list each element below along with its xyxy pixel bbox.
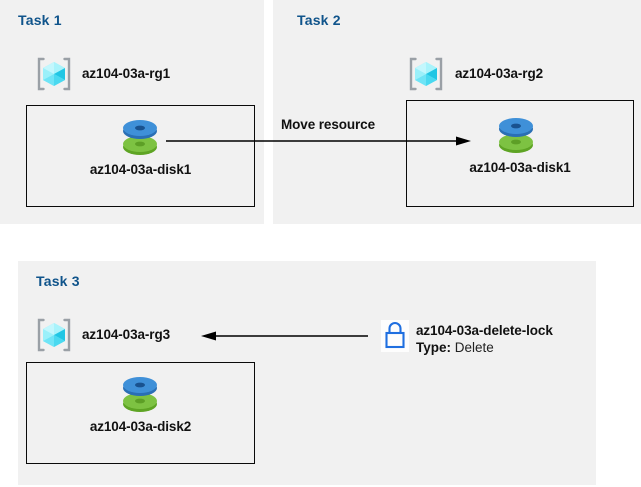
task1-disk-name: az104-03a-disk1 [89,162,192,177]
resource-group-cube-icon [36,57,72,91]
delete-lock-type-row: Type: Delete [416,339,553,356]
delete-lock-info: az104-03a-delete-lock Type: Delete [416,322,553,356]
task2-panel [273,0,641,224]
delete-lock-type-value: Delete [454,340,494,355]
task3-disk-name: az104-03a-disk2 [89,419,192,434]
delete-lock-type-key: Type: [416,340,452,355]
resource-group-cube-icon [36,318,72,352]
move-resource-arrow [166,136,471,146]
task2-label: Task 2 [297,12,341,28]
task2-resource-box [406,100,634,207]
delete-lock-name: az104-03a-delete-lock [416,323,553,338]
delete-lock-arrow [201,331,368,341]
resource-group-cube-icon [408,57,444,91]
task3-label: Task 3 [36,273,80,289]
task2-disk-name: az104-03a-disk1 [469,160,571,175]
padlock-icon [381,320,409,352]
managed-disk-icon [495,112,537,156]
task3-resource-box [26,362,255,464]
task1-resource-box [26,105,255,207]
task3-resource-group-name: az104-03a-rg3 [82,327,171,342]
managed-disk-icon [119,371,161,415]
task1-resource-group-name: az104-03a-rg1 [82,66,171,81]
move-resource-label: Move resource [281,117,375,132]
task3-panel [18,261,596,485]
task1-label: Task 1 [18,12,62,28]
managed-disk-icon [119,114,161,158]
task1-panel [0,0,264,224]
task2-resource-group-name: az104-03a-rg2 [455,66,544,81]
